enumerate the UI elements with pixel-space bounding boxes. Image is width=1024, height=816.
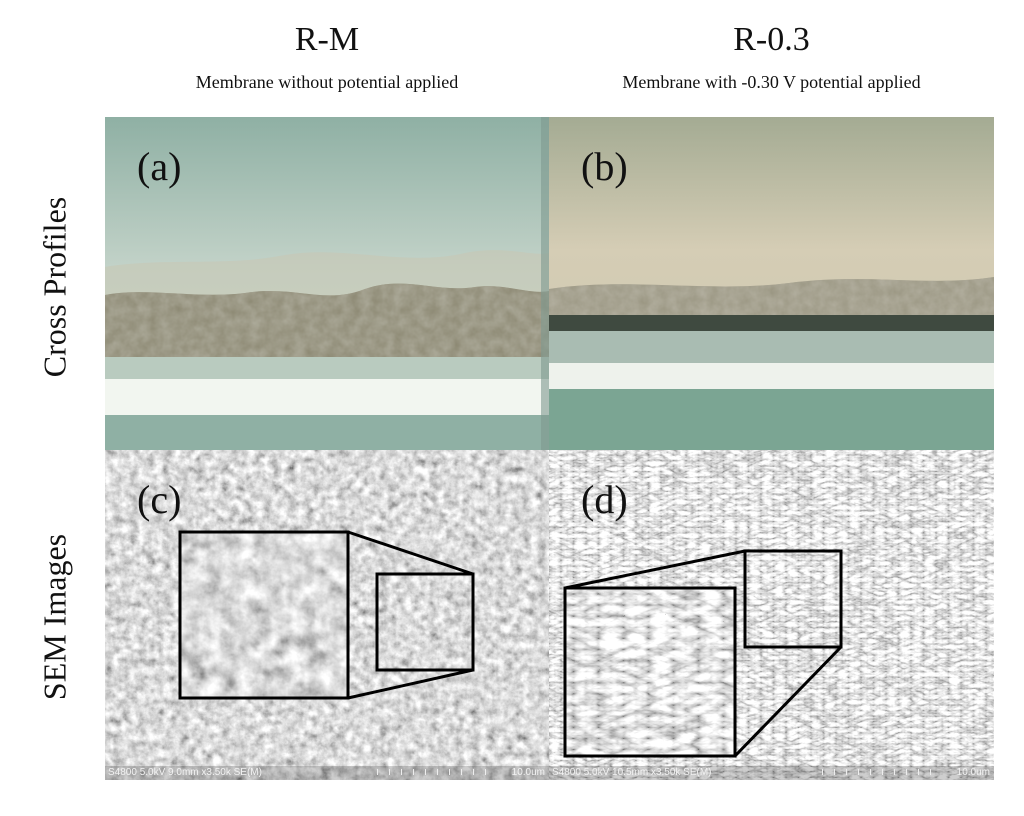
- scale-bar: [377, 769, 497, 775]
- row-label-cross-profiles: Cross Profiles: [36, 196, 73, 378]
- panel-c-sem-image: (c) S4800 5.0kV 9.0mm x3.50k SE(M) 10.0u…: [105, 450, 549, 780]
- panel-b-cross-profile-photo: (b): [549, 117, 994, 450]
- cross-profile-photo-b: [549, 117, 994, 450]
- sem-info-bar: S4800 5.0kV 9.0mm x3.50k SE(M) 10.0um: [105, 766, 549, 780]
- column-subtitle: Membrane without potential applied: [195, 72, 459, 92]
- scale-label: 10.0um: [956, 767, 990, 778]
- sem-acquisition-info: S4800 5.0kV 10.5mm x3.50k SE(M): [552, 767, 712, 778]
- panel-a-cross-profile-photo: (a): [105, 117, 549, 450]
- column-title: R-M: [294, 21, 360, 58]
- column-title: R-0.3: [733, 21, 810, 58]
- scale-label: 10.0um: [511, 767, 545, 778]
- scale-bar: [822, 769, 942, 775]
- sem-info-bar: S4800 5.0kV 10.5mm x3.50k SE(M) 10.0um: [549, 766, 994, 780]
- sem-image-d: [549, 450, 994, 780]
- column-subtitle: Membrane with -0.30 V potential applied: [622, 72, 921, 92]
- panel-d-sem-image: (d) S4800 5.0kV 10.5mm x3.50k SE(M) 10.0…: [549, 450, 994, 780]
- sem-image-c: [105, 450, 549, 780]
- panel-label: (c): [137, 477, 182, 522]
- zoom-inset-box: [563, 549, 843, 758]
- column-header-r-0.3: R-0.3 Membrane with -0.30 V potential ap…: [549, 20, 994, 94]
- panel-label: (d): [581, 477, 628, 522]
- column-header-r-m: R-M Membrane without potential applied: [105, 20, 549, 94]
- cross-profile-photo-a: [105, 117, 549, 450]
- sem-acquisition-info: S4800 5.0kV 9.0mm x3.50k SE(M): [108, 767, 262, 778]
- panel-label: (b): [581, 144, 628, 189]
- zoom-inset-box: [178, 530, 475, 700]
- panel-label: (a): [137, 144, 182, 189]
- row-label-sem-images: SEM Images: [36, 533, 73, 701]
